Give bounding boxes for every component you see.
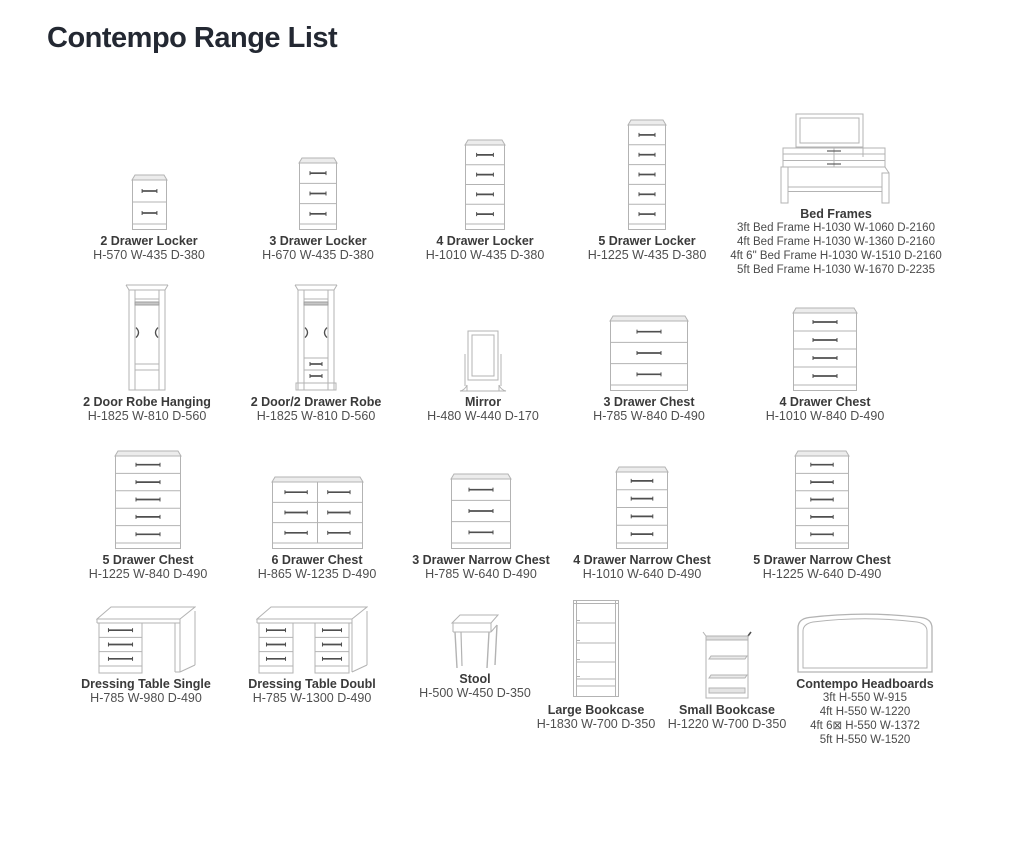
item-name: Stool bbox=[459, 672, 491, 686]
headboard-size: 4ft 6⊠ H-550 W-1372 bbox=[810, 720, 920, 732]
6-drawer-chest-drawing bbox=[217, 447, 417, 550]
item-name: 4 Drawer Chest bbox=[779, 395, 871, 409]
item-dims: H-785 W-840 D-490 bbox=[593, 409, 705, 423]
item-dims: H-785 W-1300 D-490 bbox=[252, 691, 372, 705]
small-bookcase-drawing bbox=[627, 626, 827, 700]
4-drawer-chest-drawing bbox=[725, 282, 925, 392]
item-3-drawer-locker: 3 Drawer Locker H-670 W-435 D-380 bbox=[218, 108, 418, 263]
3-drawer-chest-drawing bbox=[549, 282, 749, 392]
item-2-drawer-locker: 2 Drawer Locker H-570 W-435 D-380 bbox=[49, 108, 249, 263]
stool-drawing bbox=[375, 612, 575, 669]
item-dims: H-500 W-450 D-350 bbox=[419, 686, 531, 700]
5-drawer-locker-drawing bbox=[547, 108, 747, 231]
item-small-bookcase: Small Bookcase H-1220 W-700 D-350 bbox=[627, 626, 827, 732]
item-dims: H-570 W-435 D-380 bbox=[93, 248, 205, 262]
item-name: 2 Drawer Locker bbox=[100, 234, 198, 248]
item-name: 5 Drawer Chest bbox=[102, 553, 194, 567]
item-name: Mirror bbox=[464, 395, 502, 409]
headboard-size: 4ft H-550 W-1220 bbox=[819, 706, 911, 718]
2-door-2-drawer-robe-drawing bbox=[216, 282, 416, 392]
item-dims: H-1010 W-640 D-490 bbox=[582, 567, 702, 581]
item-name: 3 Drawer Locker bbox=[269, 234, 367, 248]
bed-frame-size: 4ft Bed Frame H-1030 W-1360 D-2160 bbox=[737, 236, 935, 248]
headboard-size: 3ft H-550 W-915 bbox=[822, 692, 908, 704]
item-3-drawer-chest: 3 Drawer Chest H-785 W-840 D-490 bbox=[549, 282, 749, 424]
bed-frame-size: 5ft Bed Frame H-1030 W-1670 D-2235 bbox=[737, 264, 935, 276]
item-name: Small Bookcase bbox=[679, 703, 775, 717]
item-dims: H-785 W-980 D-490 bbox=[90, 691, 202, 705]
mirror-drawing bbox=[383, 282, 583, 392]
4-drawer-narrow-chest-drawing bbox=[542, 447, 742, 550]
5-drawer-narrow-chest-drawing bbox=[722, 447, 922, 550]
item-dims: H-1010 W-435 D-380 bbox=[425, 248, 545, 262]
item-dims: H-865 W-1235 D-490 bbox=[257, 567, 377, 581]
item-dims: H-1830 W-700 D-350 bbox=[536, 717, 656, 731]
headboard-drawing bbox=[745, 608, 985, 674]
large-bookcase-drawing bbox=[496, 596, 696, 700]
item-contempo-headboards: Contempo Headboards 3ft H-550 W-915 4ft … bbox=[745, 608, 985, 747]
item-6-drawer-chest: 6 Drawer Chest H-865 W-1235 D-490 bbox=[217, 447, 417, 582]
item-5-drawer-locker: 5 Drawer Locker H-1225 W-435 D-380 bbox=[547, 108, 747, 263]
headboard-size: 5ft H-550 W-1520 bbox=[819, 734, 911, 746]
item-2-door-robe-hanging: 2 Door Robe Hanging H-1825 W-810 D-560 bbox=[47, 282, 247, 424]
item-2-door-2-drawer-robe: 2 Door/2 Drawer Robe H-1825 W-810 D-560 bbox=[216, 282, 416, 424]
item-name: 4 Drawer Narrow Chest bbox=[573, 553, 711, 567]
item-name: Bed Frames bbox=[800, 207, 872, 221]
item-name: Dressing Table Single bbox=[81, 677, 211, 691]
item-name: 4 Drawer Locker bbox=[436, 234, 534, 248]
item-dims: H-1220 W-700 D-350 bbox=[667, 717, 787, 731]
3-drawer-narrow-chest-drawing bbox=[381, 447, 581, 550]
item-large-bookcase: Large Bookcase H-1830 W-700 D-350 bbox=[496, 596, 696, 732]
3-drawer-locker-drawing bbox=[218, 108, 418, 231]
item-dims: H-1225 W-840 D-490 bbox=[88, 567, 208, 581]
bed-frame-size: 3ft Bed Frame H-1030 W-1060 D-2160 bbox=[737, 222, 935, 234]
item-dims: H-1225 W-640 D-490 bbox=[762, 567, 882, 581]
bed-frame-size: 4ft 6" Bed Frame H-1030 W-1510 D-2160 bbox=[730, 250, 942, 262]
page-title: Contempo Range List bbox=[47, 22, 338, 54]
item-name: 3 Drawer Chest bbox=[603, 395, 695, 409]
item-3-drawer-narrow-chest: 3 Drawer Narrow Chest H-785 W-640 D-490 bbox=[381, 447, 581, 582]
item-name: 2 Door Robe Hanging bbox=[83, 395, 211, 409]
item-name: 5 Drawer Locker bbox=[598, 234, 696, 248]
dressing-table-single-drawing bbox=[46, 604, 246, 674]
item-dims: H-480 W-440 D-170 bbox=[427, 409, 539, 423]
2-door-robe-drawing bbox=[47, 282, 247, 392]
item-name: 2 Door/2 Drawer Robe bbox=[250, 395, 382, 409]
item-name: 6 Drawer Chest bbox=[271, 553, 363, 567]
item-name: Large Bookcase bbox=[547, 703, 645, 717]
item-name: 5 Drawer Narrow Chest bbox=[753, 553, 891, 567]
bed-frame-drawing bbox=[696, 108, 976, 204]
item-dims: H-670 W-435 D-380 bbox=[262, 248, 374, 262]
5-drawer-chest-drawing bbox=[48, 447, 248, 550]
dressing-table-double-drawing bbox=[212, 604, 412, 674]
item-name: Dressing Table Doubl bbox=[248, 677, 376, 691]
item-mirror: Mirror H-480 W-440 D-170 bbox=[383, 282, 583, 424]
item-name: Contempo Headboards bbox=[796, 677, 934, 691]
item-4-drawer-narrow-chest: 4 Drawer Narrow Chest H-1010 W-640 D-490 bbox=[542, 447, 742, 582]
item-stool: Stool H-500 W-450 D-350 bbox=[375, 612, 575, 701]
2-drawer-locker-drawing bbox=[49, 108, 249, 231]
4-drawer-locker-drawing bbox=[385, 108, 585, 231]
item-dims: H-785 W-640 D-490 bbox=[425, 567, 537, 581]
item-dressing-table-single: Dressing Table Single H-785 W-980 D-490 bbox=[46, 604, 246, 706]
item-dressing-table-double: Dressing Table Doubl H-785 W-1300 D-490 bbox=[212, 604, 412, 706]
item-bed-frames: Bed Frames 3ft Bed Frame H-1030 W-1060 D… bbox=[696, 108, 976, 277]
item-dims: H-1825 W-810 D-560 bbox=[87, 409, 207, 423]
item-dims: H-1010 W-840 D-490 bbox=[765, 409, 885, 423]
item-5-drawer-narrow-chest: 5 Drawer Narrow Chest H-1225 W-640 D-490 bbox=[722, 447, 922, 582]
item-dims: H-1825 W-810 D-560 bbox=[256, 409, 376, 423]
item-4-drawer-locker: 4 Drawer Locker H-1010 W-435 D-380 bbox=[385, 108, 585, 263]
item-dims: H-1225 W-435 D-380 bbox=[587, 248, 707, 262]
item-5-drawer-chest: 5 Drawer Chest H-1225 W-840 D-490 bbox=[48, 447, 248, 582]
item-name: 3 Drawer Narrow Chest bbox=[412, 553, 550, 567]
item-4-drawer-chest: 4 Drawer Chest H-1010 W-840 D-490 bbox=[725, 282, 925, 424]
